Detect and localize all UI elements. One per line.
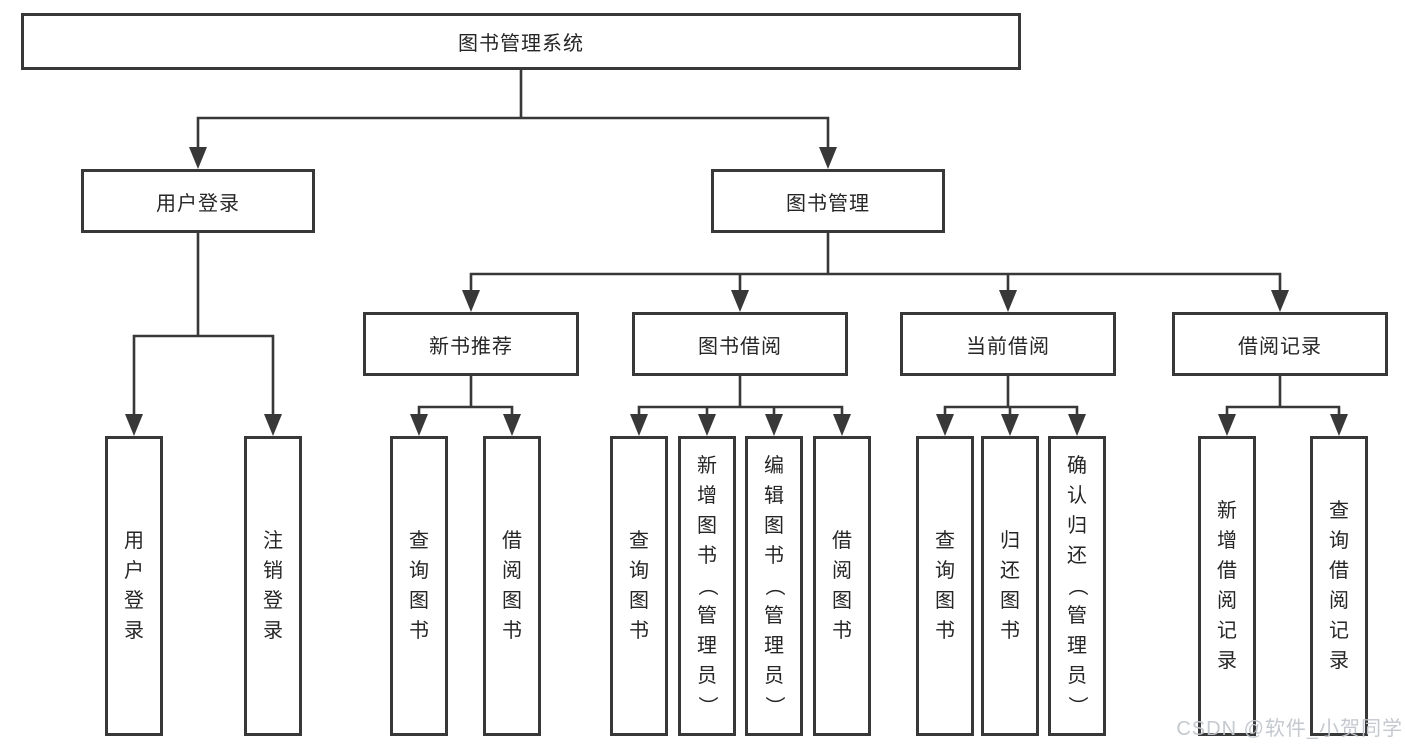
node-new-book-recommend: 新书推荐 (363, 312, 579, 376)
node-leaf-confirm-return-admin: 确认归还（管理员） (1048, 436, 1106, 736)
arrowheads (125, 147, 1348, 436)
csdn-watermark: CSDN @软件_小贺同学 (1176, 718, 1403, 740)
node-leaf-user-login: 用户登录 (105, 436, 163, 736)
node-label: 新增借阅记录 (1217, 500, 1237, 672)
node-label: 借阅记录 (1238, 335, 1322, 358)
node-current-borrow: 当前借阅 (900, 312, 1116, 376)
node-label: 用户登录 (124, 530, 144, 642)
node-leaf-query-borrow-record: 查询借阅记录 (1310, 436, 1368, 736)
node-label: 当前借阅 (966, 335, 1050, 358)
node-label: 图书管理 (786, 192, 870, 215)
node-user-login: 用户登录 (81, 169, 315, 233)
node-label: 查询图书 (629, 530, 649, 642)
node-leaf-borrow-book: 借阅图书 (813, 436, 871, 736)
node-leaf-add-book-admin: 新增图书（管理员） (678, 436, 736, 736)
node-leaf-query-book-current: 查询图书 (916, 436, 974, 736)
node-label: 确认归还（管理员） (1066, 455, 1088, 716)
node-label: 查询图书 (409, 530, 429, 642)
node-library-management-system: 图书管理系统 (21, 13, 1021, 70)
node-label: 新书推荐 (429, 335, 513, 358)
node-label: 归还图书 (1000, 530, 1020, 642)
node-label: 新增图书（管理员） (696, 455, 718, 716)
node-leaf-logout: 注销登录 (244, 436, 302, 736)
node-leaf-add-borrow-record: 新增借阅记录 (1198, 436, 1256, 736)
node-leaf-edit-book-admin: 编辑图书（管理员） (745, 436, 803, 736)
node-label: 借阅图书 (832, 530, 852, 642)
node-book-management: 图书管理 (711, 169, 945, 233)
node-label: 图书借阅 (698, 335, 782, 358)
node-book-borrow: 图书借阅 (632, 312, 848, 376)
node-label: 用户登录 (156, 192, 240, 215)
node-leaf-query-book-borrow: 查询图书 (610, 436, 668, 736)
node-leaf-query-book-recommend: 查询图书 (390, 436, 448, 736)
node-label: 图书管理系统 (458, 33, 584, 55)
node-label: 编辑图书（管理员） (763, 455, 785, 716)
node-borrow-record: 借阅记录 (1172, 312, 1388, 376)
node-label: 注销登录 (263, 530, 283, 642)
node-leaf-borrow-book-recommend: 借阅图书 (483, 436, 541, 736)
node-label: 借阅图书 (502, 530, 522, 642)
node-leaf-return-book: 归还图书 (981, 436, 1039, 736)
node-label: 查询图书 (935, 530, 955, 642)
node-label: 查询借阅记录 (1329, 500, 1349, 672)
